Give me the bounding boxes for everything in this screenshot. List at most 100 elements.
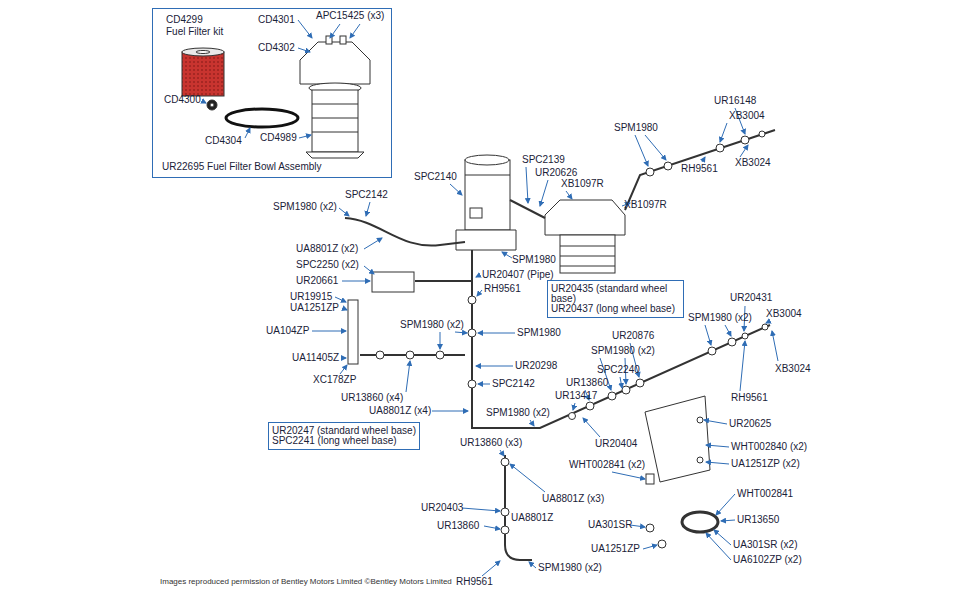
filter-housing-drawing	[545, 200, 625, 273]
part-number: SPC2142	[492, 378, 535, 390]
leader-line	[620, 377, 622, 388]
pipe-fittings	[728, 338, 736, 346]
part-number: WHT002841	[737, 488, 793, 500]
part-number: CD4301	[258, 14, 295, 26]
leader-line	[772, 331, 778, 361]
callout-box: UR20435 (standard wheel base)UR20437 (lo…	[547, 280, 684, 318]
leader-line	[432, 411, 468, 412]
leader-line	[583, 418, 600, 437]
pipe-fittings	[636, 379, 644, 387]
part-number: XB1097R	[624, 199, 667, 211]
filter-housing-drawing	[560, 266, 615, 267]
fuel-pipes	[625, 130, 775, 210]
pipe-fittings	[708, 347, 716, 355]
fuel-pump-drawing	[456, 155, 516, 250]
part-number: UR13650	[737, 514, 779, 526]
filter-kit-drawing	[182, 52, 224, 96]
leader-line	[566, 191, 572, 199]
leader-line	[245, 128, 250, 138]
pipe-fittings	[608, 392, 616, 400]
leader-line	[478, 384, 490, 385]
leader-line	[298, 48, 310, 52]
part-number: XB3024	[775, 363, 811, 375]
part-number: UA301SR (x2)	[733, 539, 797, 551]
filter-kit-drawing	[226, 109, 298, 127]
leader-line	[202, 20, 778, 576]
part-number: UR13860	[437, 520, 479, 532]
callout-box: UR20247 (standard wheel base)SPC2241 (lo…	[268, 422, 420, 450]
part-number: SPM1980 (x2)	[538, 562, 602, 574]
leader-line	[477, 290, 482, 296]
part-number: UR20876	[612, 330, 654, 342]
part-number: UR20625	[729, 418, 771, 430]
part-number: SPM1980 (x2)	[486, 407, 550, 419]
pipe-fittings	[646, 168, 654, 176]
copyright-caption: Images reproduced permission of Bentley …	[160, 577, 452, 587]
part-number: XB3004	[729, 110, 765, 122]
part-number: SPC2250 (x2)	[296, 259, 359, 271]
leader-line	[406, 361, 410, 392]
part-number: XB3024	[735, 157, 771, 169]
filter-kit-drawing	[196, 51, 210, 54]
filter-kit-drawing	[312, 132, 358, 133]
mounting-bracket	[645, 396, 718, 548]
pipe-fittings	[759, 131, 765, 137]
leader-line	[510, 464, 545, 492]
part-number: UA11405Z	[292, 352, 339, 364]
callout-text: UR20247 (standard wheel base)	[272, 426, 416, 436]
fuel-pipes	[345, 130, 775, 560]
fuel-pump-drawing	[465, 160, 510, 230]
pipe-fittings	[406, 351, 414, 359]
leader-line	[482, 561, 500, 576]
part-number: UR20298	[515, 360, 557, 372]
filter-housing-drawing	[560, 235, 615, 273]
leader-line	[366, 202, 370, 216]
part-number: UR20431	[730, 292, 772, 304]
part-number: UR13860	[566, 377, 608, 389]
part-number: XB1097R	[561, 178, 604, 190]
mounting-bracket	[697, 457, 703, 463]
part-number: UR20661	[296, 275, 338, 287]
part-number: RH9561	[484, 283, 521, 295]
leader-line	[573, 403, 575, 410]
pipe-fittings	[716, 144, 724, 152]
callout-text: UR20435 (standard wheel base)	[551, 284, 680, 304]
leader-line	[716, 494, 735, 515]
leader-line	[635, 135, 648, 166]
leader-line	[706, 533, 731, 560]
leader-line	[462, 508, 500, 511]
leader-line	[725, 325, 731, 336]
fuel-pipes	[345, 218, 465, 246]
leader-line	[706, 445, 729, 447]
leader-line	[502, 252, 512, 258]
leader-line	[476, 275, 480, 277]
pipe-fittings	[348, 300, 358, 364]
leader-line	[704, 420, 727, 424]
leader-line	[312, 331, 346, 332]
leader-line	[526, 167, 528, 203]
leader-line	[339, 208, 349, 216]
pipe-fittings	[742, 333, 748, 339]
part-number: APC15425 (x3)	[316, 10, 384, 22]
part-number: UR13860 (x4)	[341, 392, 403, 404]
part-number: UA1251ZP	[591, 543, 640, 555]
part-number: SPM1980	[614, 122, 658, 134]
part-number: WHT002841 (x2)	[569, 459, 645, 471]
part-number: UR13417	[555, 390, 597, 402]
part-number: RH9561	[456, 576, 493, 588]
leader-line	[540, 180, 548, 206]
pipe-fittings	[348, 131, 768, 534]
leader-line	[298, 20, 312, 38]
filter-kit-drawing	[300, 42, 370, 84]
fuel-pipes	[472, 250, 770, 428]
part-number: UR13860 (x3)	[460, 437, 522, 449]
part-number: UR19915	[290, 291, 332, 303]
leader-line	[705, 325, 711, 345]
leader-line	[440, 332, 441, 349]
part-number: UR20626	[535, 167, 577, 179]
part-number: UR16148	[714, 95, 756, 107]
leader-line	[476, 366, 513, 367]
leader-line	[721, 520, 735, 521]
pipe-fittings	[376, 351, 384, 359]
